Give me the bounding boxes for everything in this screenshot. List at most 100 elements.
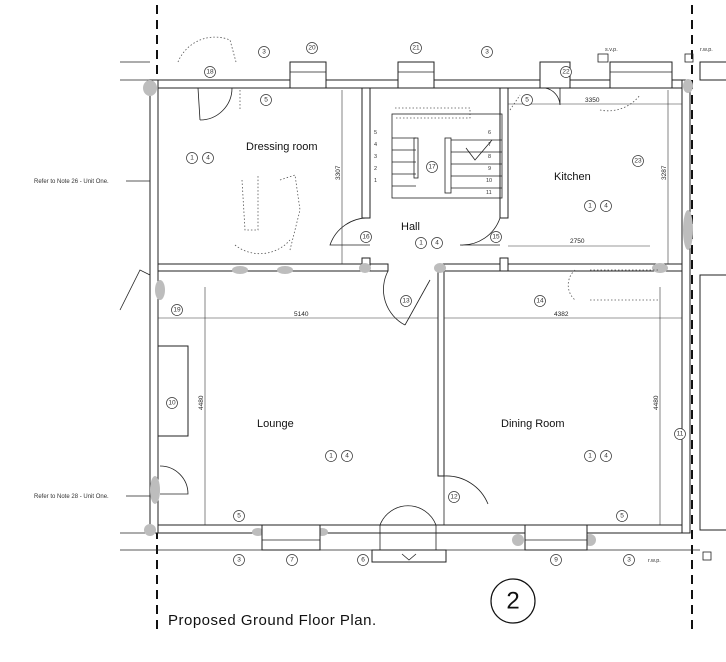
tag-number-29: 5 xyxy=(620,513,624,520)
note-upper: Refer to Note 26 - Unit One. xyxy=(34,179,109,185)
stair-number-right-2: 8 xyxy=(488,154,491,160)
tag-number-9: 4 xyxy=(206,155,210,162)
tag-circle-5 xyxy=(560,66,572,78)
dimension-kitchen-inner: 2750 xyxy=(570,238,585,245)
tag-number-19: 14 xyxy=(536,298,544,305)
interior-walls xyxy=(157,87,683,477)
tag-number-33: 9 xyxy=(554,557,558,564)
tag-circle-26 xyxy=(600,450,612,462)
door-swings xyxy=(119,36,561,550)
tag-circle-18 xyxy=(400,295,412,307)
tag-number-11: 23 xyxy=(634,158,642,165)
staircase: 5 4 3 2 1 6 7 8 9 10 11 xyxy=(374,113,503,199)
tag-circle-10 xyxy=(426,161,438,173)
outer-walls xyxy=(120,61,726,551)
tag-circle-16 xyxy=(431,237,443,249)
stair-number-left-1: 4 xyxy=(374,142,377,148)
tag-number-30: 3 xyxy=(237,557,241,564)
tag-circle-21 xyxy=(166,397,178,409)
tag-number-17: 15 xyxy=(492,234,500,241)
tag-circle-28 xyxy=(233,510,245,522)
tag-number-23: 1 xyxy=(329,453,333,460)
tag-number-13: 4 xyxy=(604,203,608,210)
dimension-dressing-height: 3307 xyxy=(335,165,342,180)
tag-number-1: 20 xyxy=(308,45,316,52)
tag-number-8: 1 xyxy=(190,155,194,162)
tag-number-31: 7 xyxy=(290,557,294,564)
stair-number-left-4: 1 xyxy=(374,178,377,184)
dimension-kitchen-height: 3287 xyxy=(661,165,668,180)
stair-number-left-0: 5 xyxy=(374,130,377,136)
tag-circle-13 xyxy=(600,200,612,212)
label-rwp-bottom: r.w.p. xyxy=(648,558,661,564)
drawing-number: 2 xyxy=(506,588,519,615)
dimension-dining-height: 4480 xyxy=(653,395,660,410)
stair-number-right-0: 6 xyxy=(488,130,491,136)
note-lower: Refer to Note 28 - Unit One. xyxy=(34,494,109,500)
stair-number-left-3: 2 xyxy=(374,166,377,172)
dimension-lounge-height: 4480 xyxy=(198,395,205,410)
drawing-number-circle xyxy=(490,578,536,624)
tag-number-28: 5 xyxy=(237,513,241,520)
room-label-dining: Dining Room xyxy=(501,418,565,430)
tag-circle-27 xyxy=(448,491,460,503)
tag-number-24: 4 xyxy=(345,453,349,460)
tag-circle-8 xyxy=(186,152,198,164)
tag-circle-24 xyxy=(341,450,353,462)
tag-circle-4 xyxy=(204,66,216,78)
tag-circle-29 xyxy=(616,510,628,522)
tag-circle-22 xyxy=(674,428,686,440)
tag-number-34: 3 xyxy=(627,557,631,564)
tag-circle-14 xyxy=(360,231,372,243)
dimension-dining-width: 4382 xyxy=(554,311,569,318)
tag-circle-11 xyxy=(632,155,644,167)
tag-number-10: 17 xyxy=(428,164,436,171)
tag-circle-12 xyxy=(584,200,596,212)
room-label-dressing: Dressing room xyxy=(246,141,318,153)
tag-number-26: 4 xyxy=(604,453,608,460)
tag-number-16: 4 xyxy=(435,240,439,247)
tag-number-5: 22 xyxy=(562,69,570,76)
tag-circle-17 xyxy=(490,231,502,243)
tag-circle-30 xyxy=(233,554,245,566)
tag-number-2: 21 xyxy=(412,45,420,52)
tag-number-15: 1 xyxy=(419,240,423,247)
tag-number-18: 13 xyxy=(402,298,410,305)
existing-wall-marks xyxy=(143,79,693,546)
tag-number-32: 6 xyxy=(361,557,365,564)
tag-number-27: 12 xyxy=(450,494,458,501)
tag-number-21: 10 xyxy=(168,400,176,407)
tag-number-22: 11 xyxy=(677,431,684,438)
bottom-windows xyxy=(261,524,588,563)
tag-circle-19 xyxy=(534,295,546,307)
tag-circle-7 xyxy=(521,94,533,106)
dotted-outlines xyxy=(234,90,660,301)
label-rwp-top: r.w.p. xyxy=(700,47,713,53)
tag-number-6: 5 xyxy=(264,97,268,104)
tag-circle-1 xyxy=(306,42,318,54)
tag-number-14: 16 xyxy=(362,234,370,241)
stair-number-left-2: 3 xyxy=(374,154,377,160)
tag-circle-3 xyxy=(481,46,493,58)
label-svp: s.v.p. xyxy=(605,47,618,53)
stair-number-right-3: 9 xyxy=(488,166,491,172)
tag-number-25: 1 xyxy=(588,453,592,460)
tag-number-7: 5 xyxy=(525,97,529,104)
room-label-hall: Hall xyxy=(401,221,420,233)
room-label-kitchen: Kitchen xyxy=(554,171,591,183)
tag-circle-34 xyxy=(623,554,635,566)
stair-number-right-1: 7 xyxy=(488,142,491,148)
tag-circle-0 xyxy=(258,46,270,58)
tag-circle-15 xyxy=(415,237,427,249)
tag-circle-9 xyxy=(202,152,214,164)
stair-number-right-4: 10 xyxy=(486,178,492,184)
tag-circle-25 xyxy=(584,450,596,462)
tag-circle-31 xyxy=(286,554,298,566)
room-label-lounge: Lounge xyxy=(257,418,294,430)
tag-number-0: 3 xyxy=(262,49,266,56)
dimension-lounge-width: 5140 xyxy=(294,311,309,318)
tag-number-3: 3 xyxy=(485,49,489,56)
tag-circle-2 xyxy=(410,42,422,54)
